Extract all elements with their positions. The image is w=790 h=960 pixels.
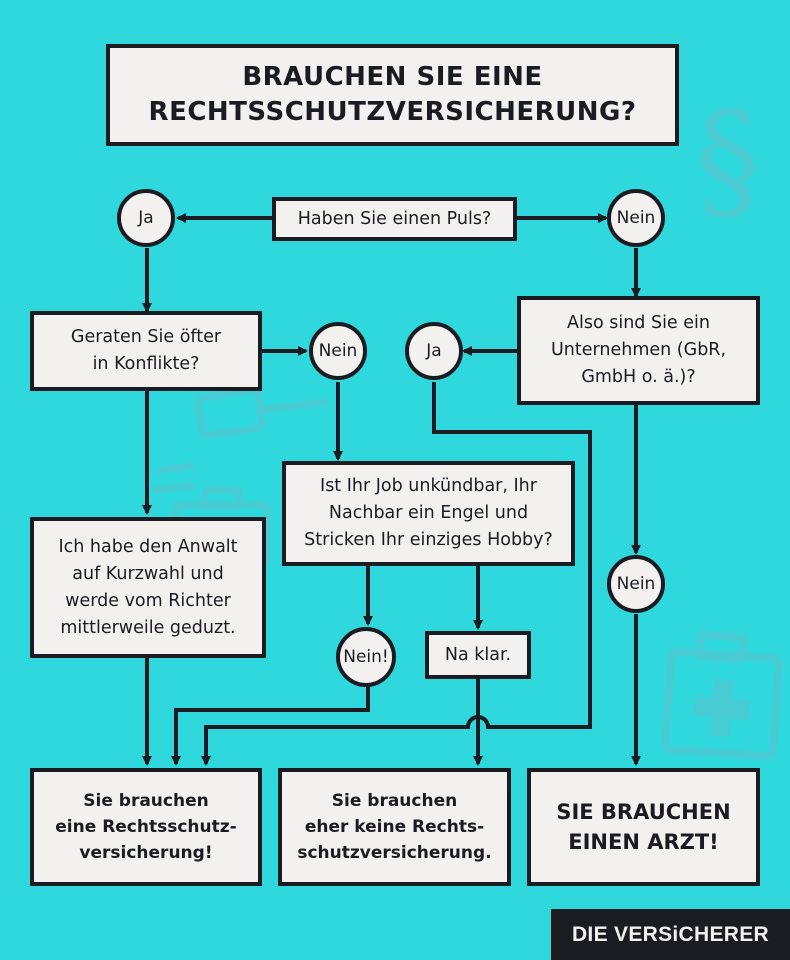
connectors: [142, 213, 641, 766]
result-keine-text: Sie brauchen eher keine Rechts- schutzve…: [297, 791, 492, 863]
anwalt-statement-text: Ich habe den Anwalt auf Kurzwahl und wer…: [58, 536, 238, 638]
unternehmen-question-text: Also sind Sie ein Unternehmen (GbR, GmbH…: [550, 313, 727, 387]
brand-logo: DIE VERSiCHERER: [551, 909, 790, 960]
brand-logo-text: DIE VERSiCHERER: [571, 922, 770, 946]
answer-nein-top: Nein: [607, 189, 665, 247]
anwalt-statement-box: Ich habe den Anwalt auf Kurzwahl und wer…: [30, 517, 266, 658]
result-brauchen-text: Sie brauchen eine Rechtsschutz- versiche…: [55, 791, 237, 863]
answer-ja-top: Ja: [117, 189, 175, 247]
result-arzt-box: SIE BRAUCHEN EINEN ARZT!: [527, 768, 760, 886]
page-title-text: BRAUCHEN SIE EINE RECHTSSCHUTZVERSICHERU…: [148, 62, 637, 127]
answer-nein-konflikte-label: Nein: [318, 341, 358, 361]
answer-ja-unternehmen: Ja: [405, 322, 463, 380]
start-question-box: Haben Sie einen Puls?: [272, 197, 517, 241]
unternehmen-question-box: Also sind Sie ein Unternehmen (GbR, GmbH…: [517, 296, 760, 405]
answer-nein-top-label: Nein: [616, 208, 656, 228]
answer-nein-excl: Nein!: [336, 627, 396, 687]
result-brauchen-box: Sie brauchen eine Rechtsschutz- versiche…: [30, 768, 262, 886]
konflikte-question-box: Geraten Sie öfter in Konflikte?: [30, 311, 262, 391]
paragraph-icon: §: [696, 84, 761, 236]
gavel-icon: [151, 387, 329, 494]
first-aid-kit-icon: [661, 630, 783, 761]
answer-na-klar-label: Na klar.: [444, 644, 512, 665]
answer-ja-top-label: Ja: [138, 208, 154, 228]
konflikte-question-text: Geraten Sie öfter in Konflikte?: [70, 327, 222, 374]
result-arzt-text: SIE BRAUCHEN EINEN ARZT!: [556, 800, 731, 854]
result-keine-box: Sie brauchen eher keine Rechts- schutzve…: [278, 768, 511, 886]
answer-nein-unternehmen-label: Nein: [616, 574, 656, 594]
answer-ja-unternehmen-label: Ja: [426, 341, 442, 361]
answer-na-klar-box: Na klar.: [425, 631, 531, 679]
job-question-text: Ist Ihr Job unkündbar, Ihr Nachbar ein E…: [304, 476, 553, 550]
start-question-text: Haben Sie einen Puls?: [297, 208, 492, 229]
job-question-box: Ist Ihr Job unkündbar, Ihr Nachbar ein E…: [282, 461, 575, 566]
answer-nein-konflikte: Nein: [309, 322, 367, 380]
svg-text:§: §: [696, 84, 761, 236]
page-title: BRAUCHEN SIE EINE RECHTSSCHUTZVERSICHERU…: [106, 44, 679, 146]
answer-nein-excl-label: Nein!: [343, 647, 389, 667]
answer-nein-unternehmen: Nein: [607, 555, 665, 613]
